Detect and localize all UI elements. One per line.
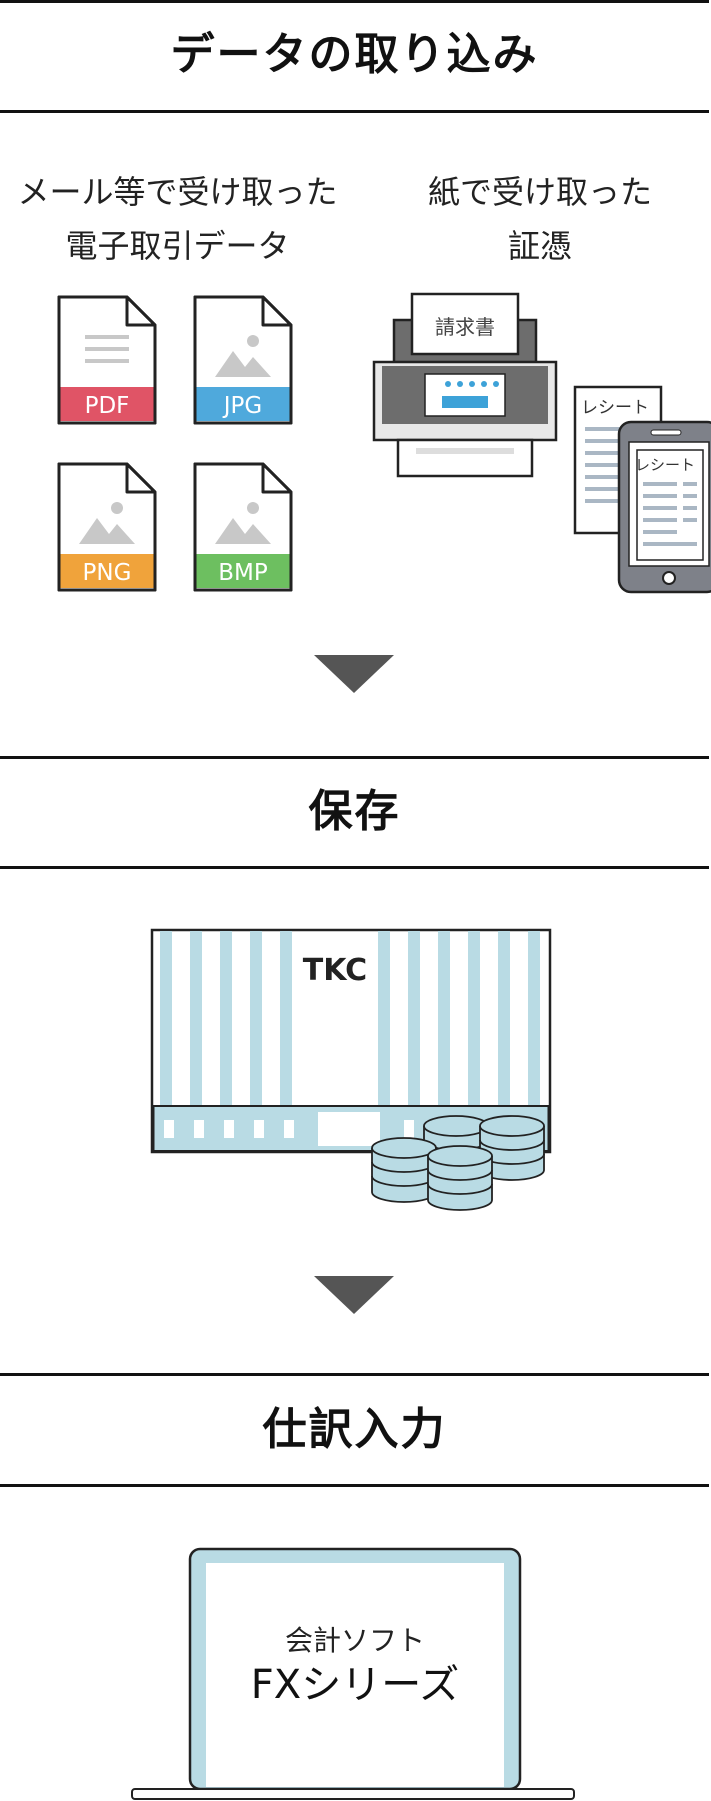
png-label: PNG: [83, 560, 132, 586]
phone-receipt-label: レシート: [635, 456, 695, 474]
divider-line: [0, 756, 709, 759]
divider-line: [0, 866, 709, 869]
electronic-label-line2: 電子取引データ: [65, 227, 290, 265]
software-line1: 会計ソフト: [285, 1624, 425, 1657]
down-arrow-icon: [314, 655, 394, 693]
paper-label-line2: 証憑: [507, 227, 572, 265]
bmp-label: BMP: [218, 560, 268, 586]
receipt-label: レシート: [581, 398, 649, 418]
section-title-entry: 仕訳入力: [262, 1404, 447, 1455]
smartphone-icon: レシート: [617, 420, 711, 594]
divider-line: [0, 0, 709, 3]
paper-label-line1: 紙で受け取った: [427, 173, 652, 211]
laptop-icon: 会計ソフト FXシリーズ: [131, 1547, 575, 1800]
divider-line: [0, 110, 709, 113]
database-icon: [371, 1115, 545, 1211]
divider-line: [0, 1373, 709, 1376]
divider-line: [0, 1484, 709, 1487]
file-icons-group: PDF JPG PNG BMP: [57, 295, 293, 592]
section-title-import: データの取り込み: [170, 29, 539, 80]
bmp-file-icon: BMP: [193, 462, 293, 592]
software-line2: FXシリーズ: [251, 1662, 459, 1708]
scanner-document-label: 請求書: [435, 315, 495, 339]
pdf-file-icon: PDF: [57, 295, 157, 425]
electronic-data-label: メール等で受け取った 電子取引データ: [0, 165, 355, 273]
down-arrow-icon: [314, 1276, 394, 1314]
jpg-file-icon: JPG: [193, 295, 293, 425]
data-center-icon: TKC: [150, 928, 552, 1211]
electronic-label-line1: メール等で受け取った: [17, 173, 338, 211]
scanner-icon: 請求書: [372, 292, 558, 478]
section-title-storage: 保存: [308, 786, 401, 837]
pdf-label: PDF: [85, 393, 130, 419]
jpg-label: JPG: [222, 393, 262, 419]
server-brand-label: TKC: [303, 953, 367, 988]
paper-document-label: 紙で受け取った 証憑: [400, 165, 680, 273]
png-file-icon: PNG: [57, 462, 157, 592]
